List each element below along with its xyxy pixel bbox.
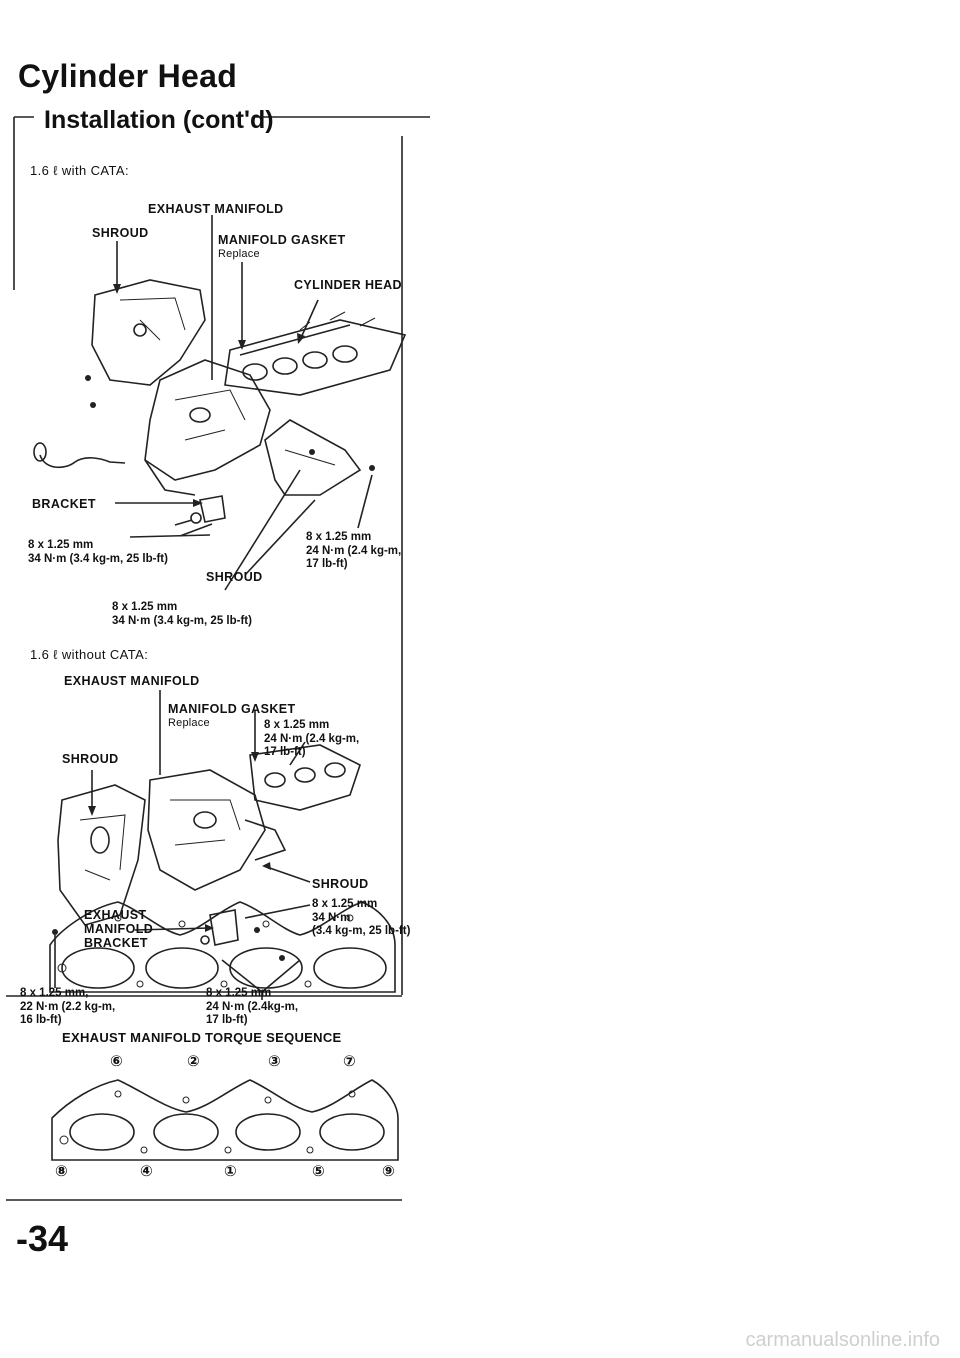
bracket-drawing [174,495,226,526]
torque-seq-8: ⑧ [55,1163,68,1180]
page-title: Cylinder Head [18,58,238,94]
page-number: -34 [16,1218,69,1259]
nocata-exhaust-manifold-label: EXHAUST MANIFOLD [64,674,200,688]
header-frame [13,116,430,290]
nocata-drawing [52,690,361,1000]
cata-exhaust-manifold-label: EXHAUST MANIFOLD [148,202,284,216]
cata-shroud-bottom-label: SHROUD [206,570,263,584]
torque-seq-4: ④ [140,1163,153,1180]
lower-shroud-drawing-cata [264,419,362,496]
torque-seq-5: ⑤ [312,1163,325,1180]
cata-bracket-label: BRACKET [32,497,96,511]
exhaust-manifold-drawing-cata [144,359,271,496]
torque-seq-1: ① [224,1163,237,1180]
exhaust-manifold-drawing-nocata [147,769,287,891]
nocata-bracket-label: EXHAUST MANIFOLD BRACKET [84,908,154,950]
torque-seq-9: ⑨ [382,1163,395,1180]
torque-sequence-gasket [49,901,396,993]
torque-seq-2: ② [187,1053,200,1070]
cata-drawing [33,215,407,591]
cata-replace-label: Replace [218,248,260,260]
torque-seq-6: ⑥ [110,1053,123,1070]
exhaust-bracket-drawing [200,909,239,946]
cata-heading: 1.6 ℓ with CATA: [30,163,129,178]
torque-seq-7: ⑦ [343,1053,356,1070]
upper-shroud-drawing [91,279,206,386]
torque-sequence-heading: EXHAUST MANIFOLD TORQUE SEQUENCE [62,1030,342,1045]
nocata-spec-mid-right: 8 x 1.25 mm 34 N·m (3.4 kg-m, 25 lb-ft) [312,898,411,937]
cylinder-head-drawing [224,311,407,396]
left-shroud-drawing [57,784,146,926]
nocata-spec-bottom-mid: 8 x 1.25 mm 24 N·m (2.4kg-m, 17 lb-ft) [206,987,299,1026]
nocata-spec-bottom-left: 8 x 1.25 mm, 22 N·m (2.2 kg-m, 16 lb-ft) [20,987,116,1026]
nocata-replace-label: Replace [168,717,210,729]
cata-manifold-gasket-label: MANIFOLD GASKET [218,233,346,247]
oxygen-sensor-drawing [33,442,126,469]
cylinder-head-drawing-nocata [249,744,361,811]
nocata-shroud-right-label: SHROUD [312,877,369,891]
torque-seq-3: ③ [268,1053,281,1070]
cata-shroud-top-label: SHROUD [92,226,149,240]
cata-cylinder-head-label: CYLINDER HEAD [294,278,402,292]
nocata-shroud-left-label: SHROUD [62,752,119,766]
cata-spec-bottom: 8 x 1.25 mm 34 N·m (3.4 kg-m, 25 lb-ft) [112,601,252,627]
page-frame [6,136,403,997]
nocata-leader-lines [54,690,311,1000]
nocata-heading: 1.6 ℓ without CATA: [30,647,149,662]
nocata-manifold-gasket-label: MANIFOLD GASKET [168,702,296,716]
cata-leader-lines [113,215,373,591]
nocata-spec-top-right: 8 x 1.25 mm 24 N·m (2.4 kg-m, 17 lb-ft) [264,719,360,758]
cata-spec-right: 8 x 1.25 mm 24 N·m (2.4 kg-m, 17 lb-ft) [306,531,402,570]
site-footer: carmanualsonline.info [745,1329,940,1351]
cata-spec-left: 8 x 1.25 mm 34 N·m (3.4 kg-m, 25 lb-ft) [28,539,168,565]
section-subtitle: Installation (cont'd) [44,106,274,134]
